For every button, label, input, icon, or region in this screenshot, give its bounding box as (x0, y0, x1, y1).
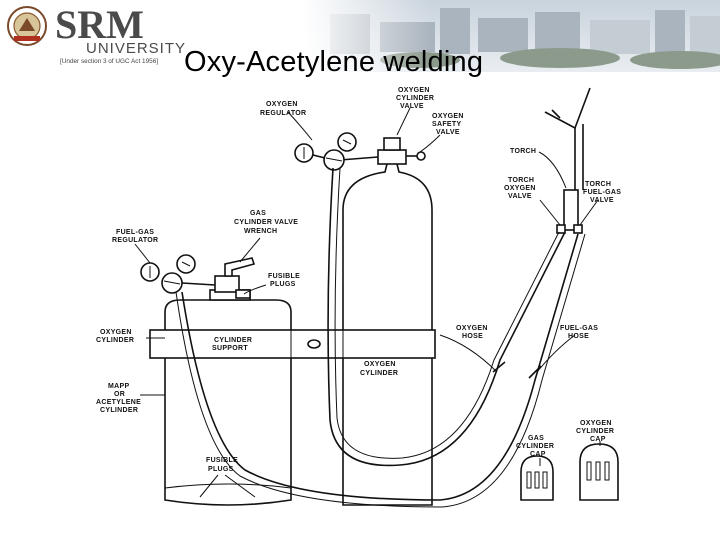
logo-university-text: UNIVERSITY (86, 40, 186, 57)
label-cylinder-support: CYLINDER SUPPORT (212, 337, 254, 352)
label-gas-cylinder-cap: GAS CYLINDER CAP (516, 435, 556, 458)
label-oxygen-cylinder-left: OXYGEN CYLINDER (96, 329, 134, 344)
header-banner: SRM UNIVERSITY [Under section 3 of UGC A… (0, 0, 720, 72)
label-oxygen-cylinder-cap: OXYGEN CYLINDER CAP (576, 420, 616, 443)
leader-lines (134, 107, 601, 498)
srm-logo: SRM UNIVERSITY [Under section 3 of UGC A… (7, 2, 186, 65)
logo-srm-text: SRM (55, 2, 144, 47)
label-oxygen-cylinder-valve: OXYGEN CYLINDER VALVE (396, 87, 436, 110)
label-fusible-plugs-bottom: FUSIBLE PLUGS (206, 457, 240, 473)
label-fuel-gas-hose: FUEL-GAS HOSE (560, 325, 600, 340)
label-oxygen-cylinder-center: OXYGEN CYLINDER (360, 361, 398, 377)
logo-subtitle: [Under section 3 of UGC Act 1956] (60, 58, 158, 65)
torch (544, 87, 591, 234)
label-torch: TORCH (510, 148, 536, 155)
label-oxygen-hose: OXYGEN HOSE (456, 325, 490, 340)
label-torch-oxygen-valve: TORCH OXYGEN VALVE (504, 177, 538, 200)
label-gas-cylinder-valve-wrench: GAS CYLINDER VALVE WRENCH (234, 210, 300, 235)
oxygen-regulator (294, 132, 379, 171)
diagram-labels: OXYGEN REGULATOR OXYGEN CYLINDER VALVE O… (96, 87, 623, 473)
label-mapp-acetylene: MAPP OR ACETYLENE CYLINDER (96, 383, 143, 414)
label-oxygen-regulator: OXYGEN REGULATOR (260, 101, 306, 117)
hoses (175, 167, 586, 508)
fuel-gas-regulator (140, 254, 256, 299)
label-torch-fuel-gas-valve: TORCH FUEL-GAS VALVE (583, 181, 623, 204)
label-fuel-gas-regulator: FUEL-GAS REGULATOR (112, 229, 158, 244)
cylinder-support (149, 329, 436, 359)
label-fusible-plugs-top: FUSIBLE PLUGS (268, 273, 302, 288)
page-title: Oxy-Acetylene welding (184, 46, 484, 78)
gas-cylinder-cap (520, 455, 554, 501)
label-oxygen-safety-valve: OXYGEN SAFETY VALVE (432, 113, 466, 136)
oxygen-cylinder-cap (579, 443, 619, 501)
